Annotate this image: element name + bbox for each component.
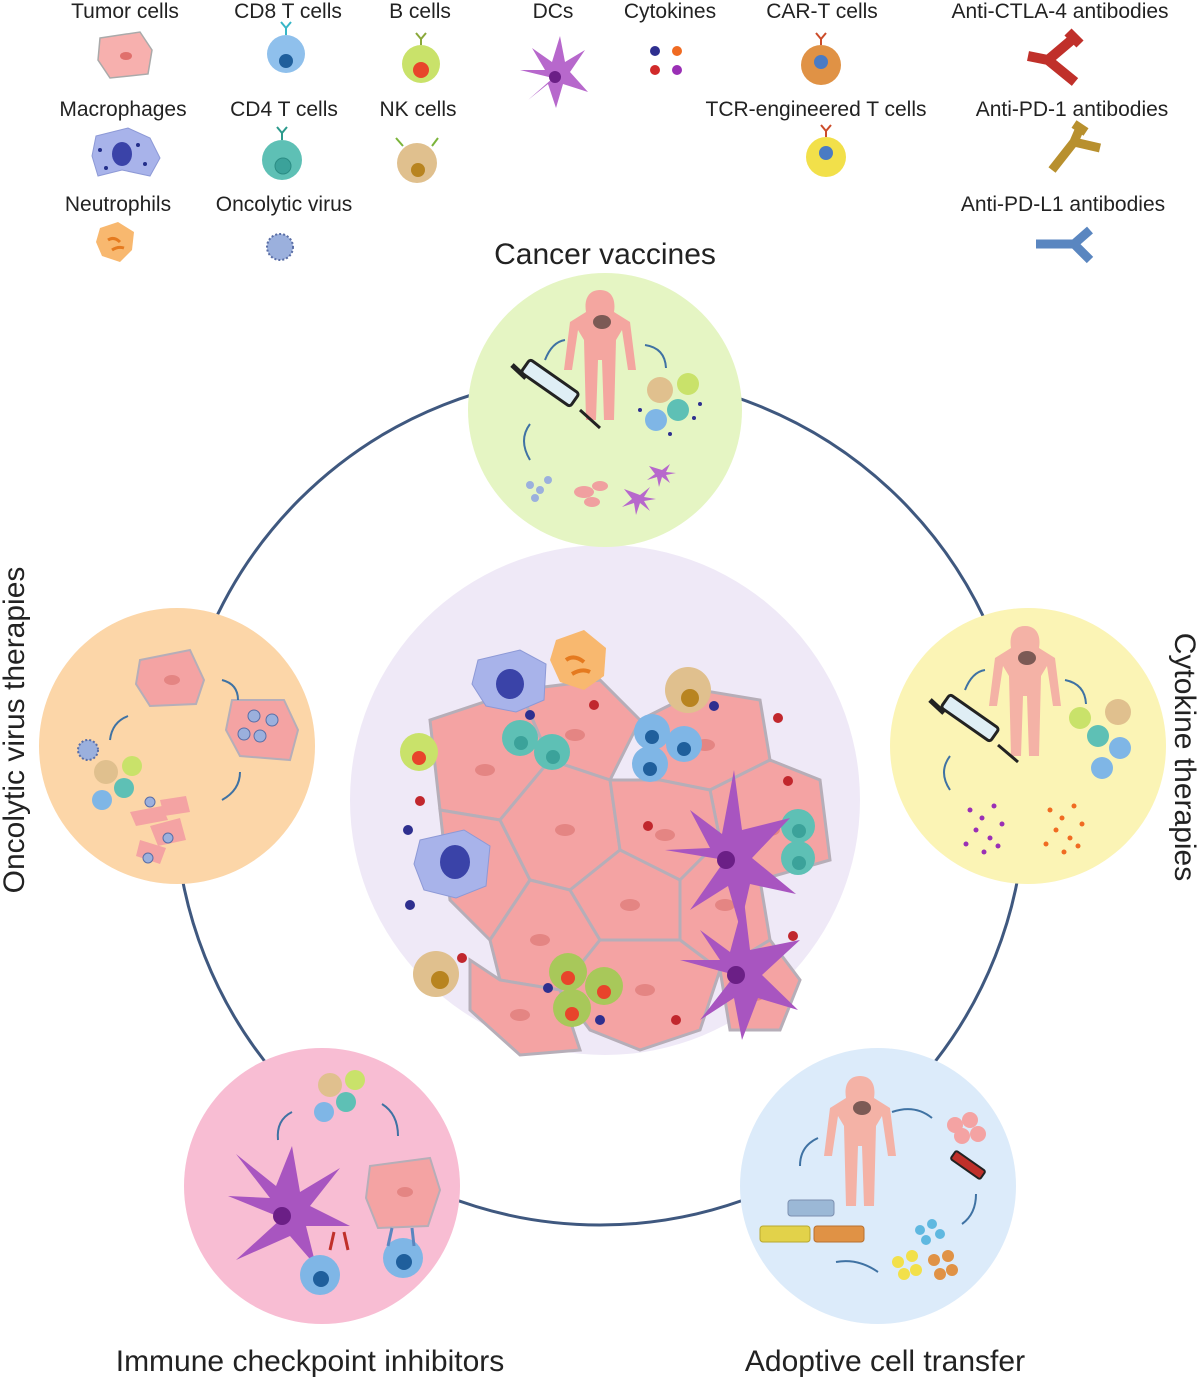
adoptive-cell-transfer-title: Adoptive cell transfer xyxy=(745,1345,1025,1378)
anti-pdl1-icon xyxy=(1036,226,1094,264)
immune-checkpoint-inhibitors-title: Immune checkpoint inhibitors xyxy=(116,1345,505,1378)
b-cell-icon xyxy=(402,32,440,83)
legend-neutrophils-label: Neutrophils xyxy=(65,193,171,216)
legend-cd4-label: CD4 T cells xyxy=(230,98,338,121)
legend-b-cells-label: B cells xyxy=(389,0,451,23)
cytokines-icon xyxy=(650,46,682,75)
legend: Tumor cells CD8 T cells B cells DCs Cyto… xyxy=(59,0,1169,264)
legend-cd8-label: CD8 T cells xyxy=(234,0,342,23)
patient-body-icon xyxy=(564,290,636,420)
tumor-microenvironment xyxy=(350,545,860,1057)
legend-macrophages-label: Macrophages xyxy=(59,98,186,121)
b-cell-group xyxy=(549,953,623,1027)
cytokine-dots xyxy=(403,700,798,1025)
immune-checkpoint-inhibitors-panel xyxy=(184,1048,460,1324)
cytokine-dots-purple xyxy=(963,803,1005,855)
adoptive-cell-transfer-panel xyxy=(740,1048,1016,1324)
patient-body-icon xyxy=(989,626,1061,756)
legend-nk-cells-label: NK cells xyxy=(379,98,456,121)
culture-dish-icon xyxy=(759,1199,865,1243)
cytokine-therapies-panel xyxy=(890,608,1166,884)
nk-cell xyxy=(413,951,459,997)
infected-tumor-cell xyxy=(224,699,300,762)
macrophage-cell xyxy=(471,649,547,713)
cancer-vaccines-panel xyxy=(468,273,742,547)
cytokine-therapies-title: Cytokine therapies xyxy=(1168,633,1200,881)
cd8-t-cell xyxy=(300,1255,340,1295)
tcr-t-cell-icon xyxy=(806,124,846,177)
dc-icon xyxy=(520,36,588,108)
cytokine-dots-orange xyxy=(1043,803,1085,855)
legend-oncolytic-virus-label: Oncolytic virus xyxy=(216,193,353,216)
legend-dcs-label: DCs xyxy=(533,0,574,23)
cd8-t-cell xyxy=(383,1238,423,1278)
patient-body-icon xyxy=(824,1076,896,1206)
neutrophil-cell xyxy=(550,630,606,690)
oncolytic-virus-therapies-title: Oncolytic virus therapies xyxy=(0,567,31,894)
tumor-cell-icon xyxy=(97,31,153,79)
b-cell xyxy=(400,733,438,771)
cd4-t-cell-icon xyxy=(262,126,302,180)
cd4-t-cell-group xyxy=(502,720,815,875)
neutrophil-icon xyxy=(96,222,134,262)
cd8-t-cell-icon xyxy=(267,21,305,73)
oncolytic-virus-therapies-panel xyxy=(39,608,315,884)
macrophage-cell xyxy=(413,829,491,899)
tumor-cell xyxy=(364,1156,442,1230)
nk-cell xyxy=(665,667,711,713)
oncolytic-virus-icon xyxy=(266,233,294,261)
anti-ctla4-icon xyxy=(1027,28,1084,86)
syringe-icon xyxy=(928,693,1019,764)
legend-anti-pdl1-label: Anti-PD-L1 antibodies xyxy=(961,193,1165,216)
oncolytic-virus-icon xyxy=(77,739,99,761)
legend-tcr-t-label: TCR-engineered T cells xyxy=(706,98,927,121)
nk-cell-icon xyxy=(395,137,439,183)
legend-cytokines-label: Cytokines xyxy=(624,0,716,23)
anti-pd1-icon xyxy=(1048,120,1102,173)
lysed-tumor-fragments xyxy=(130,796,190,864)
cancer-vaccines-title: Cancer vaccines xyxy=(494,238,716,271)
cd8-t-cell-group xyxy=(632,714,702,782)
syringe-icon xyxy=(950,1150,986,1180)
legend-tumor-cells-label: Tumor cells xyxy=(71,0,179,23)
syringe-icon xyxy=(510,358,602,430)
dc-cell xyxy=(228,1146,350,1266)
legend-anti-ctla4-label: Anti-CTLA-4 antibodies xyxy=(951,0,1168,23)
tumor-cell xyxy=(134,648,206,708)
dc-cell xyxy=(665,770,796,928)
legend-car-t-label: CAR-T cells xyxy=(766,0,878,23)
macrophage-icon xyxy=(91,127,161,177)
dc-cell xyxy=(680,900,800,1040)
car-t-cell-icon xyxy=(801,32,841,85)
legend-anti-pd1-label: Anti-PD-1 antibodies xyxy=(976,98,1169,121)
